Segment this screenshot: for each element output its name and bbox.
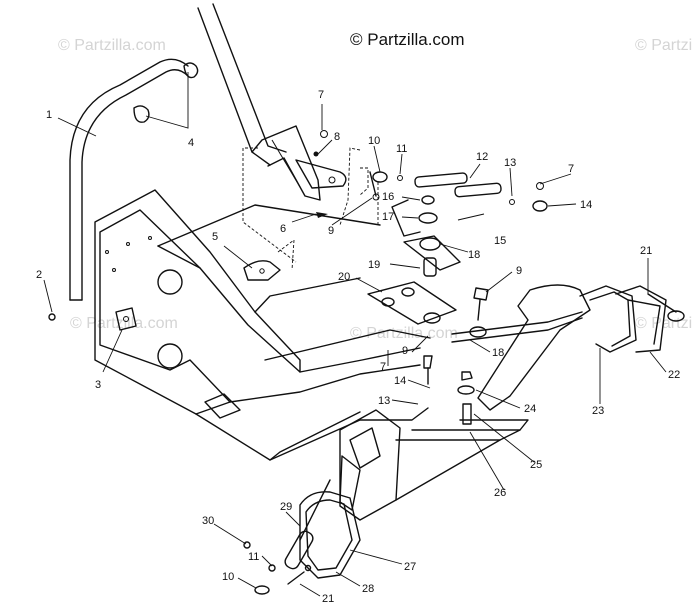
watermark-mid-right: © Partzilla.com bbox=[635, 315, 693, 332]
leader-lines bbox=[43, 72, 667, 597]
callout-28: 28 bbox=[362, 583, 374, 595]
callout-11-bottom: 11 bbox=[248, 551, 259, 563]
callout-1: 1 bbox=[46, 109, 52, 121]
callout-14-right: 14 bbox=[580, 199, 592, 211]
watermark-top-left: © Partzilla.com bbox=[58, 37, 166, 54]
lower-skid-plate bbox=[195, 393, 429, 461]
callout-19: 19 bbox=[368, 259, 380, 271]
callout-9-right: 9 bbox=[516, 265, 522, 277]
callout-17: 17 bbox=[382, 211, 394, 223]
callout-21-bottom: 21 bbox=[322, 593, 334, 605]
part-8-steering-arm bbox=[295, 151, 347, 189]
frame-rails bbox=[157, 199, 431, 403]
partzilla-brand: © Partzilla.com bbox=[350, 30, 465, 49]
main-frame-plate bbox=[94, 189, 301, 415]
idler-stack bbox=[367, 195, 485, 325]
drag-link bbox=[451, 311, 583, 343]
part-5-bracket bbox=[243, 260, 281, 281]
callout-23: 23 bbox=[592, 405, 604, 417]
callout-16: 16 bbox=[382, 191, 394, 203]
callout-18-top: 18 bbox=[468, 249, 480, 261]
callout-10-bottom: 10 bbox=[222, 571, 234, 583]
callout-2: 2 bbox=[36, 269, 42, 281]
watermark-top-right: © Partzilla.com bbox=[635, 37, 693, 54]
dashed-guides bbox=[242, 147, 379, 271]
callout-29: 29 bbox=[280, 501, 292, 513]
steering-shaft bbox=[197, 3, 321, 201]
parts-24-25 bbox=[457, 371, 475, 425]
callout-9-lower: 9 bbox=[402, 345, 408, 357]
callout-7-lower: 7 bbox=[380, 361, 386, 373]
callout-26: 26 bbox=[494, 487, 506, 499]
callout-18-lower: 18 bbox=[492, 347, 504, 359]
callout-24: 24 bbox=[524, 403, 536, 415]
part-1-tube bbox=[69, 58, 189, 301]
callout-7-top: 7 bbox=[318, 89, 324, 101]
callout-20: 20 bbox=[338, 271, 350, 283]
part-2-fastener bbox=[48, 313, 56, 321]
callout-5: 5 bbox=[212, 231, 218, 243]
callout-8: 8 bbox=[334, 131, 340, 143]
callout-30: 30 bbox=[202, 515, 214, 527]
part-21-tie-rod-end bbox=[647, 293, 685, 322]
watermark-mid-center: © Partzilla.com bbox=[350, 325, 458, 342]
callout-13-top: 13 bbox=[504, 157, 516, 169]
callout-labels: 1 2 3 4 5 6 7 7 7 8 9 9 9 10 10 11 11 12… bbox=[36, 89, 680, 605]
callout-21-right: 21 bbox=[640, 245, 652, 257]
lower-pedestal bbox=[339, 409, 529, 521]
callout-9-left: 9 bbox=[328, 225, 334, 237]
callout-7-right: 7 bbox=[568, 163, 574, 175]
callout-22: 22 bbox=[668, 369, 680, 381]
callout-27: 27 bbox=[404, 561, 416, 573]
part-6-pointer bbox=[316, 212, 328, 218]
callout-15: 15 bbox=[494, 235, 506, 247]
callout-25: 25 bbox=[530, 459, 542, 471]
callout-13-lower: 13 bbox=[378, 395, 390, 407]
lower-fasteners bbox=[243, 541, 312, 595]
callout-10-top: 10 bbox=[368, 135, 380, 147]
callout-12: 12 bbox=[476, 151, 488, 163]
callout-4: 4 bbox=[188, 137, 194, 149]
callout-14-lower: 14 bbox=[394, 375, 406, 387]
callout-6: 6 bbox=[280, 223, 286, 235]
callout-11-top: 11 bbox=[396, 143, 407, 155]
part-3-bracket bbox=[115, 307, 137, 331]
callout-3: 3 bbox=[95, 379, 101, 391]
screws-9 bbox=[369, 171, 489, 385]
watermark-mid-left: © Partzilla.com bbox=[70, 315, 178, 332]
right-spindle-arm bbox=[477, 284, 667, 411]
lower-column bbox=[284, 455, 361, 579]
